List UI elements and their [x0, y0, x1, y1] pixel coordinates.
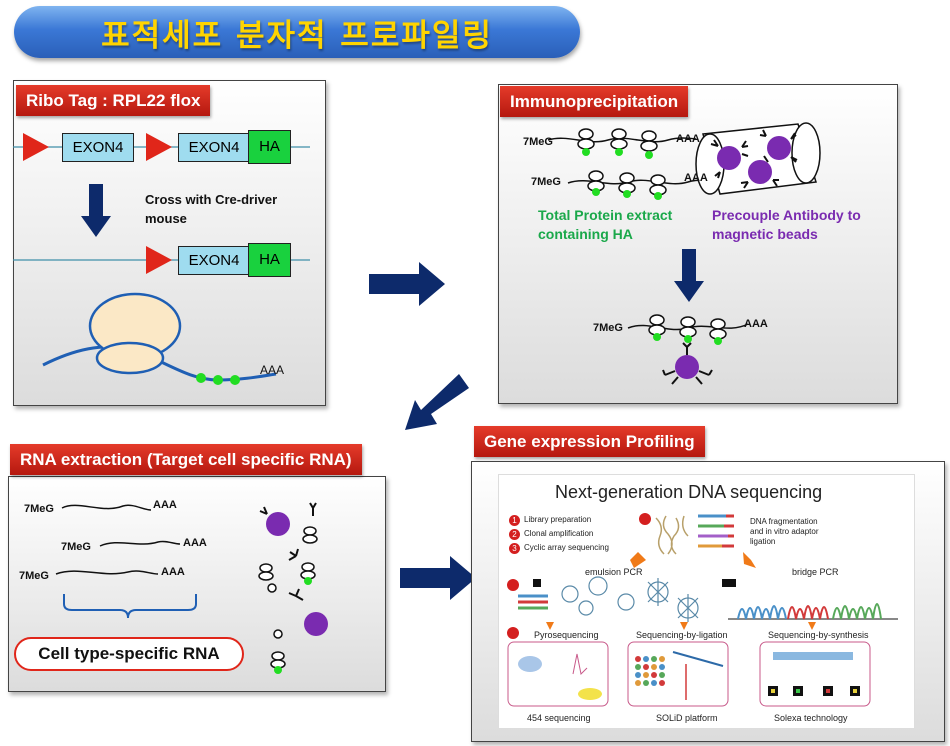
ip-panel [498, 84, 898, 404]
ha-tag-1: HA [248, 130, 291, 164]
ip-tab: Immunoprecipitation [500, 86, 689, 117]
arrow-right-icon-2 [400, 556, 476, 600]
step-3-text: Cyclic array sequencing [524, 543, 609, 552]
ip-down-arrow-icon [674, 249, 704, 302]
rna-cap-label-1: 7MeG [24, 503, 54, 515]
ip-diagram [547, 122, 821, 385]
antibody-text: Precouple Antibody to magnetic beads [712, 207, 861, 242]
cross-text: Cross with Cre-driver mouse [145, 192, 278, 226]
step-num-1: 1 [509, 515, 520, 526]
arrow-down-left-icon [405, 374, 469, 430]
ip-cap-label-3: 7MeG [593, 322, 623, 334]
method-1-label: Pyrosequencing [534, 630, 599, 640]
polya-label: AAA [260, 363, 285, 377]
gep-tab: Gene expression Profiling [474, 426, 705, 457]
ip-aaa-label-3: AAA [744, 318, 768, 330]
step-num-3: 3 [509, 543, 520, 554]
step-1-text: Library preparation [524, 515, 592, 524]
method-2-label: Sequencing-by-ligation [636, 630, 728, 640]
dna-frag-text: DNA fragmentation and in vitro adaptor l… [750, 517, 819, 546]
arrow-right-icon [369, 262, 445, 306]
platform-1-label: 454 sequencing [527, 713, 591, 723]
exon4-box-3: EXON4 [178, 246, 250, 275]
ip-aaa-label-1: AAA [676, 133, 700, 145]
cell-type-pill: Cell type-specific RNA [14, 637, 244, 671]
method-3-label: Sequencing-by-synthesis [768, 630, 869, 640]
rna-cap-label-3: 7MeG [19, 570, 49, 582]
rna-diagram [55, 502, 328, 674]
ip-cap-label-1: 7MeG [523, 136, 553, 148]
emulsion-pcr-label: emulsion PCR [585, 567, 643, 577]
down-arrow-icon [81, 184, 111, 237]
page-title: 표적세포 분자적 프로파일링 [101, 17, 493, 54]
ip-aaa-label-2: AAA [684, 172, 708, 184]
ngs-title: Next-generation DNA sequencing [555, 482, 823, 502]
rna-cap-label-2: 7MeG [61, 541, 91, 553]
rna-aaa-label-1: AAA [153, 499, 177, 511]
step-2-text: Clonal amplification [524, 529, 594, 538]
ngs-graphics [507, 513, 898, 707]
ha-tag-2: HA [248, 243, 291, 277]
rna-aaa-label-3: AAA [161, 566, 185, 578]
exon4-box-2: EXON4 [178, 133, 250, 162]
bridge-pcr-label: bridge PCR [792, 567, 839, 577]
step-num-2: 2 [509, 529, 520, 540]
platform-2-label: SOLiD platform [656, 713, 718, 723]
title-banner: 표적세포 분자적 프로파일링 [14, 6, 580, 58]
rna-tab: RNA extraction (Target cell specific RNA… [10, 444, 362, 475]
ribotag-diagram [13, 133, 310, 385]
ip-cap-label-2: 7MeG [531, 176, 561, 188]
protein-extract-text: Total Protein extract containing HA [538, 207, 673, 242]
exon4-box-1: EXON4 [62, 133, 134, 162]
rna-aaa-label-2: AAA [183, 537, 207, 549]
ribotag-tab: Ribo Tag : RPL22 flox [16, 85, 211, 116]
platform-3-label: Solexa technology [774, 713, 848, 723]
